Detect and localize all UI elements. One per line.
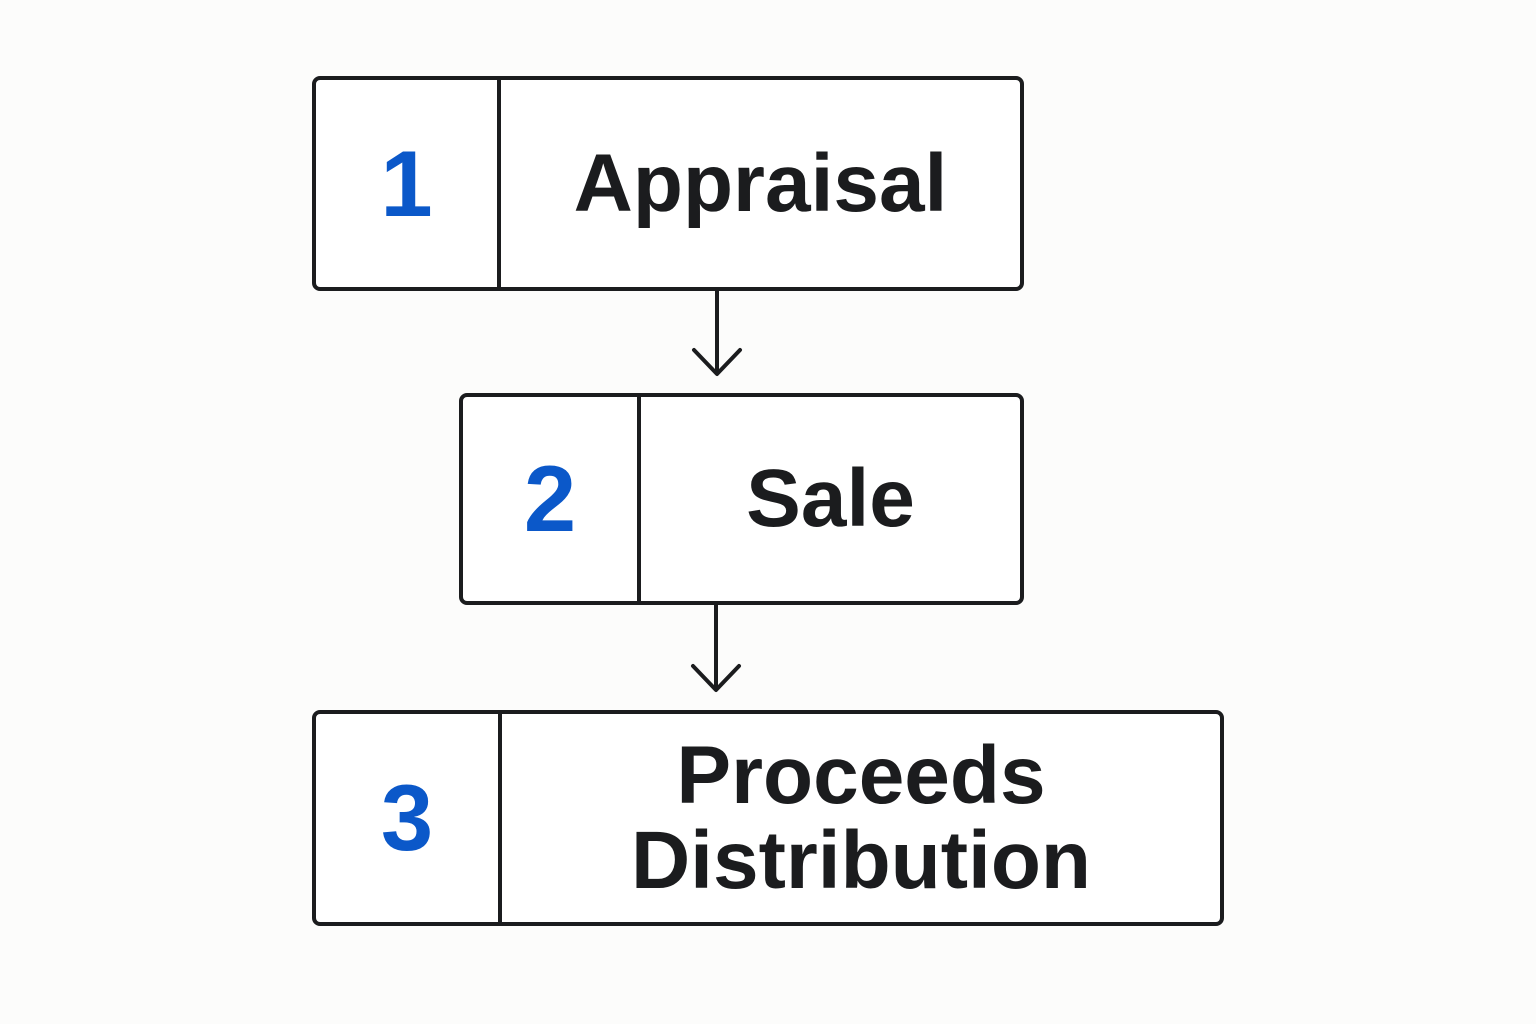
arrow-1-to-2	[692, 289, 742, 376]
step-label: Sale	[746, 453, 915, 545]
arrow-2-to-3	[691, 603, 741, 692]
step-number: 2	[463, 397, 641, 601]
step-label: Appraisal	[573, 137, 948, 229]
step-number: 3	[316, 714, 502, 922]
step-label: Proceeds Distribution	[630, 729, 1092, 906]
step-sale: 2 Sale	[459, 393, 1024, 605]
step-proceeds-distribution: 3 Proceeds Distribution	[312, 710, 1224, 926]
step-appraisal: 1 Appraisal	[312, 76, 1024, 291]
step-number: 1	[316, 80, 501, 287]
